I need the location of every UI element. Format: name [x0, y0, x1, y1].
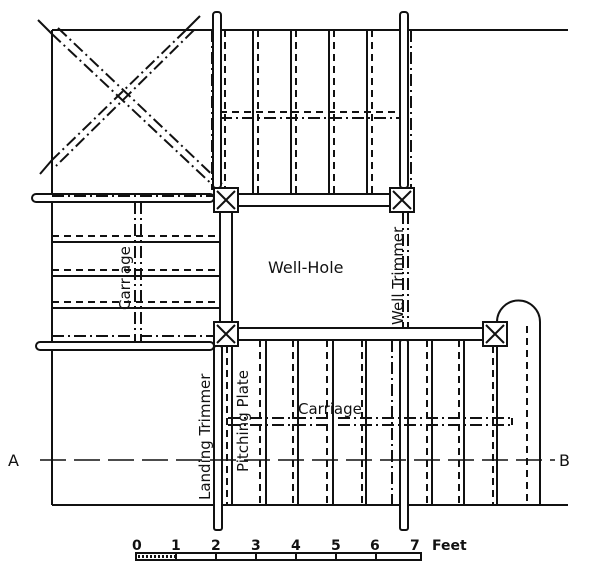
- label-well-hole: Well-Hole: [268, 258, 344, 277]
- post-box-1: [213, 187, 239, 213]
- scale-tick-4: 4: [291, 538, 301, 554]
- label-pitching-plate: Pitching Plate: [234, 370, 252, 472]
- label-well-trimmer: Well Trimmer: [389, 226, 407, 325]
- label-section-a: A: [8, 451, 19, 470]
- label-section-b: B: [559, 451, 570, 470]
- label-landing-trimmer: Landing Trimmer: [196, 373, 214, 500]
- post-box-4: [482, 321, 508, 347]
- scale-tick-7: 7: [410, 538, 420, 554]
- scale-tick-6: 6: [370, 538, 380, 554]
- trimmers: [219, 193, 484, 341]
- walls: [51, 29, 568, 506]
- lower-joists: [221, 340, 513, 505]
- scale-tick-3: 3: [251, 538, 261, 554]
- label-carriage-lower: Carriage: [298, 400, 362, 418]
- scale-tick-0: 0: [132, 538, 142, 554]
- curved-string: [496, 299, 541, 505]
- scale-tick-1: 1: [171, 538, 181, 554]
- scale-tick-2: 2: [211, 538, 221, 554]
- scale-bar: 0 1 2 3 4 5 6 7 Feet: [132, 538, 467, 561]
- post-box-2: [389, 187, 415, 213]
- post-box-3: [213, 321, 239, 347]
- diagonal-bracing: [37, 15, 223, 191]
- scale-tick-5: 5: [331, 538, 341, 554]
- scale-unit: Feet: [432, 538, 467, 554]
- newel-posts: [213, 187, 508, 347]
- upper-joists: [211, 30, 412, 194]
- label-carriage-left: Carriage: [116, 246, 134, 310]
